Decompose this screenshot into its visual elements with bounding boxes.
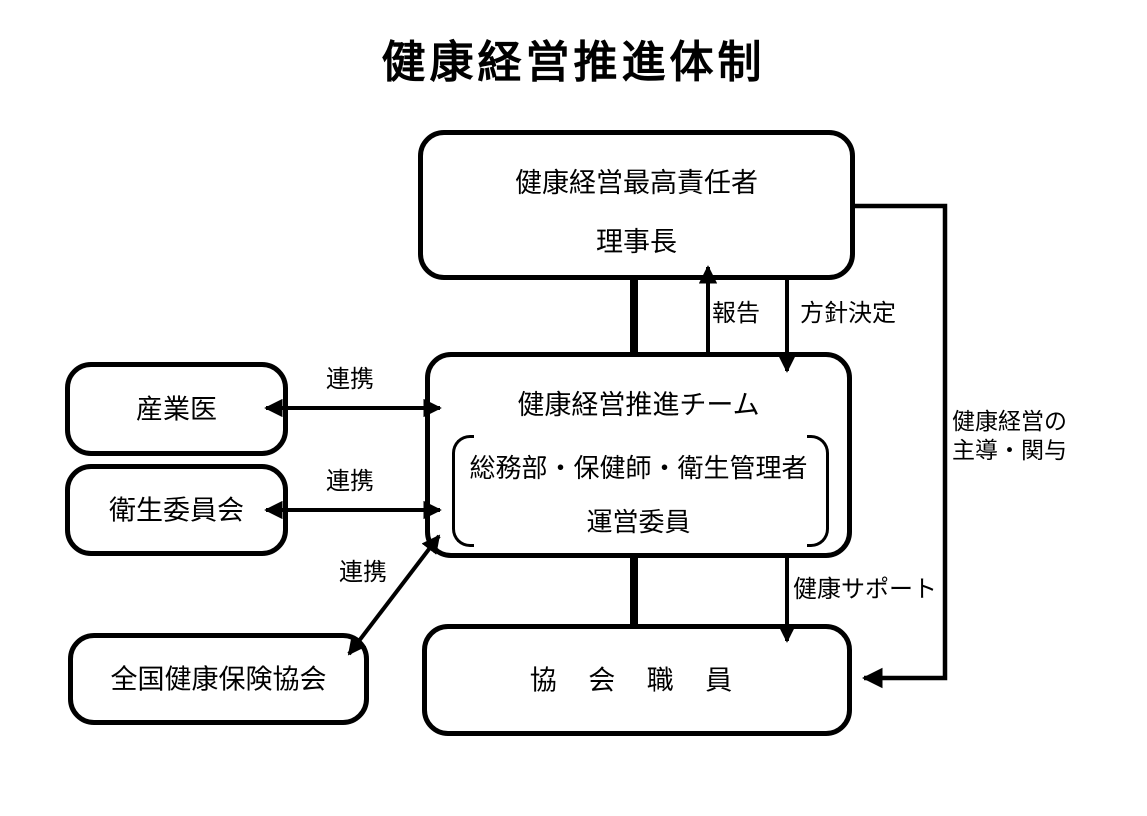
edge-label-leadership-line2: 主導・関与: [952, 437, 1067, 463]
promotion-team-steering: 運営委員: [586, 507, 691, 537]
node-health-committee: 衛生委員会: [65, 464, 288, 556]
node-occupational-physician: 産業医: [65, 362, 288, 456]
promotion-team-title: 健康経営推進チーム: [517, 390, 760, 420]
page-title: 健康経営推進体制: [381, 38, 766, 87]
top-executive-title: 理事長: [596, 227, 677, 257]
occupational-physician-label: 産業医: [136, 394, 217, 425]
edge-label-collaboration-2: 連携: [326, 468, 374, 495]
node-top-executive: 健康経営最高責任者 理事長: [418, 130, 855, 280]
edge-label-leadership-line1: 健康経営の: [952, 408, 1067, 434]
node-promotion-team: 健康経営推進チーム 総務部・保健師・衛生管理者 運営委員: [425, 352, 852, 558]
association-staff-label: 協 会 職 員: [529, 665, 745, 696]
top-executive-role: 健康経営最高責任者: [515, 168, 758, 198]
edge-label-health-support: 健康サポート: [793, 576, 937, 603]
promotion-team-members: 総務部・保健師・衛生管理者: [469, 453, 808, 483]
insurance-association-label: 全国健康保険協会: [110, 664, 327, 695]
node-insurance-association: 全国健康保険協会: [68, 633, 369, 725]
arrow-leadership-path: [855, 203, 948, 689]
edge-label-report: 報告: [712, 300, 760, 327]
edge-label-collaboration-3: 連携: [339, 559, 387, 586]
node-association-staff: 協 会 職 員: [422, 624, 852, 736]
edge-label-policy-decision: 方針決定: [800, 300, 896, 327]
health-committee-label: 衛生委員会: [109, 495, 244, 526]
edge-label-leadership: 健康経営の 主導・関与: [952, 407, 1067, 465]
edge-label-collaboration-1: 連携: [326, 366, 374, 393]
right-bracket-shape: [807, 435, 829, 547]
left-bracket-shape: [452, 435, 474, 547]
